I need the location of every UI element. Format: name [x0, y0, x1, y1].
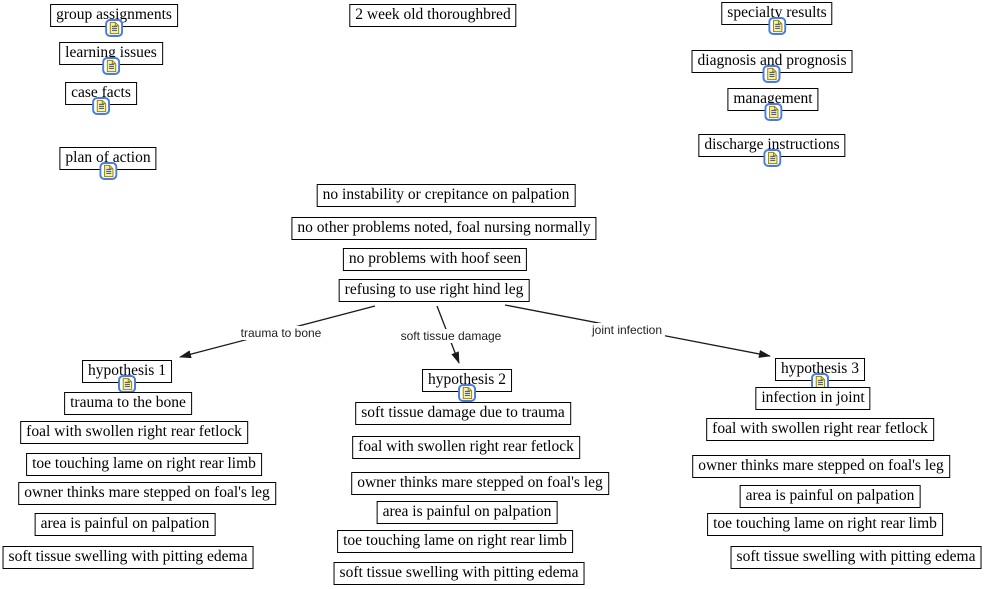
- node-label: area is painful on palpation: [40, 515, 210, 532]
- node-evidence[interactable]: soft tissue swelling with pitting edema: [333, 562, 585, 586]
- node-label: foal with swollen right rear fetlock: [358, 438, 574, 455]
- node-label: hypothesis 1: [88, 362, 166, 379]
- node-evidence[interactable]: foal with swollen right rear fetlock: [706, 418, 934, 442]
- link-label-joint-infection[interactable]: joint infection: [588, 323, 666, 337]
- node-specialty-results[interactable]: specialty results: [721, 2, 833, 25]
- node-label: infection in joint: [761, 389, 865, 406]
- node-label: group assignments: [56, 6, 172, 23]
- node-label: foal with swollen right rear fetlock: [26, 423, 242, 440]
- node-label: hypothesis 3: [781, 360, 859, 377]
- node-evidence[interactable]: foal with swollen right rear fetlock: [352, 436, 580, 460]
- node-label: owner thinks mare stepped on foal's leg: [357, 474, 603, 491]
- node-evidence[interactable]: foal with swollen right rear fetlock: [20, 421, 248, 445]
- node-hypothesis-1[interactable]: hypothesis 1: [82, 360, 172, 383]
- link-label-soft-tissue-damage[interactable]: soft tissue damage: [397, 329, 505, 343]
- node-label: hypothesis 2: [428, 371, 506, 388]
- node-discharge-instructions[interactable]: discharge instructions: [698, 134, 846, 157]
- node-label: area is painful on palpation: [382, 503, 552, 520]
- node-finding-no-instability[interactable]: no instability or crepitance on palpatio…: [316, 184, 576, 208]
- node-finding-no-other-problems[interactable]: no other problems noted, foal nursing no…: [291, 217, 597, 241]
- node-label: toe touching lame on right rear limb: [713, 515, 937, 532]
- document-resource-icon[interactable]: [105, 19, 123, 37]
- node-label: trauma to the bone: [70, 394, 186, 411]
- node-label: owner thinks mare stepped on foal's leg: [698, 457, 944, 474]
- node-plan-of-action[interactable]: plan of action: [59, 147, 157, 170]
- node-label: discharge instructions: [704, 136, 840, 153]
- node-evidence[interactable]: area is painful on palpation: [376, 501, 558, 525]
- node-label: toe touching lame on right rear limb: [32, 455, 256, 472]
- node-case-facts[interactable]: case facts: [65, 82, 137, 105]
- document-resource-icon[interactable]: [764, 103, 782, 121]
- node-label: management: [733, 90, 813, 107]
- node-hypothesis-1-statement[interactable]: trauma to the bone: [64, 392, 192, 416]
- document-resource-icon[interactable]: [92, 97, 110, 115]
- node-label: no other problems noted, foal nursing no…: [297, 219, 591, 236]
- document-resource-icon[interactable]: [99, 162, 117, 180]
- node-label: learning issues: [65, 44, 157, 61]
- node-evidence[interactable]: soft tissue swelling with pitting edema: [2, 546, 254, 570]
- node-label: plan of action: [65, 149, 151, 166]
- node-group-assignments[interactable]: group assignments: [50, 4, 178, 27]
- node-evidence[interactable]: toe touching lame on right rear limb: [26, 453, 262, 477]
- node-label: soft tissue swelling with pitting edema: [8, 548, 248, 565]
- node-evidence[interactable]: owner thinks mare stepped on foal's leg: [351, 472, 609, 496]
- node-evidence[interactable]: area is painful on palpation: [739, 485, 921, 509]
- node-label: refusing to use right hind leg: [344, 281, 524, 298]
- node-label: foal with swollen right rear fetlock: [712, 420, 928, 437]
- document-resource-icon[interactable]: [102, 57, 120, 75]
- node-label: soft tissue swelling with pitting edema: [339, 564, 579, 581]
- node-label: case facts: [71, 84, 131, 101]
- document-resource-icon[interactable]: [768, 17, 786, 35]
- node-hypothesis-2-statement[interactable]: soft tissue damage due to trauma: [355, 402, 571, 426]
- node-label: diagnosis and prognosis: [697, 52, 847, 69]
- node-label: specialty results: [727, 4, 827, 21]
- node-evidence[interactable]: soft tissue swelling with pitting edema: [730, 546, 982, 570]
- node-evidence[interactable]: owner thinks mare stepped on foal's leg: [18, 482, 276, 506]
- document-resource-icon[interactable]: [763, 149, 781, 167]
- document-resource-icon[interactable]: [118, 375, 136, 393]
- node-topic[interactable]: 2 week old thoroughbred: [349, 4, 517, 28]
- node-label: no instability or crepitance on palpatio…: [322, 186, 570, 203]
- document-resource-icon[interactable]: [458, 384, 476, 402]
- node-symptom-refusing-leg[interactable]: refusing to use right hind leg: [338, 279, 530, 303]
- node-hypothesis-2[interactable]: hypothesis 2: [422, 369, 512, 392]
- node-management[interactable]: management: [727, 88, 819, 111]
- node-evidence[interactable]: area is painful on palpation: [34, 513, 216, 537]
- node-learning-issues[interactable]: learning issues: [59, 42, 163, 65]
- document-resource-icon[interactable]: [763, 65, 781, 83]
- node-label: toe touching lame on right rear limb: [343, 532, 567, 549]
- node-finding-no-hoof-problems[interactable]: no problems with hoof seen: [342, 248, 528, 272]
- node-label: area is painful on palpation: [745, 487, 915, 504]
- node-hypothesis-3-statement[interactable]: infection in joint: [755, 387, 871, 411]
- node-evidence[interactable]: owner thinks mare stepped on foal's leg: [692, 455, 950, 479]
- node-label: 2 week old thoroughbred: [355, 6, 511, 23]
- node-label: no problems with hoof seen: [348, 250, 522, 267]
- node-diagnosis-and-prognosis[interactable]: diagnosis and prognosis: [691, 50, 853, 73]
- node-label: owner thinks mare stepped on foal's leg: [24, 484, 270, 501]
- node-hypothesis-3[interactable]: hypothesis 3: [775, 358, 865, 381]
- node-label: soft tissue swelling with pitting edema: [736, 548, 976, 565]
- node-evidence[interactable]: toe touching lame on right rear limb: [707, 513, 943, 537]
- node-label: soft tissue damage due to trauma: [361, 404, 565, 421]
- node-evidence[interactable]: toe touching lame on right rear limb: [337, 530, 573, 554]
- link-label-trauma-to-bone[interactable]: trauma to bone: [237, 326, 325, 340]
